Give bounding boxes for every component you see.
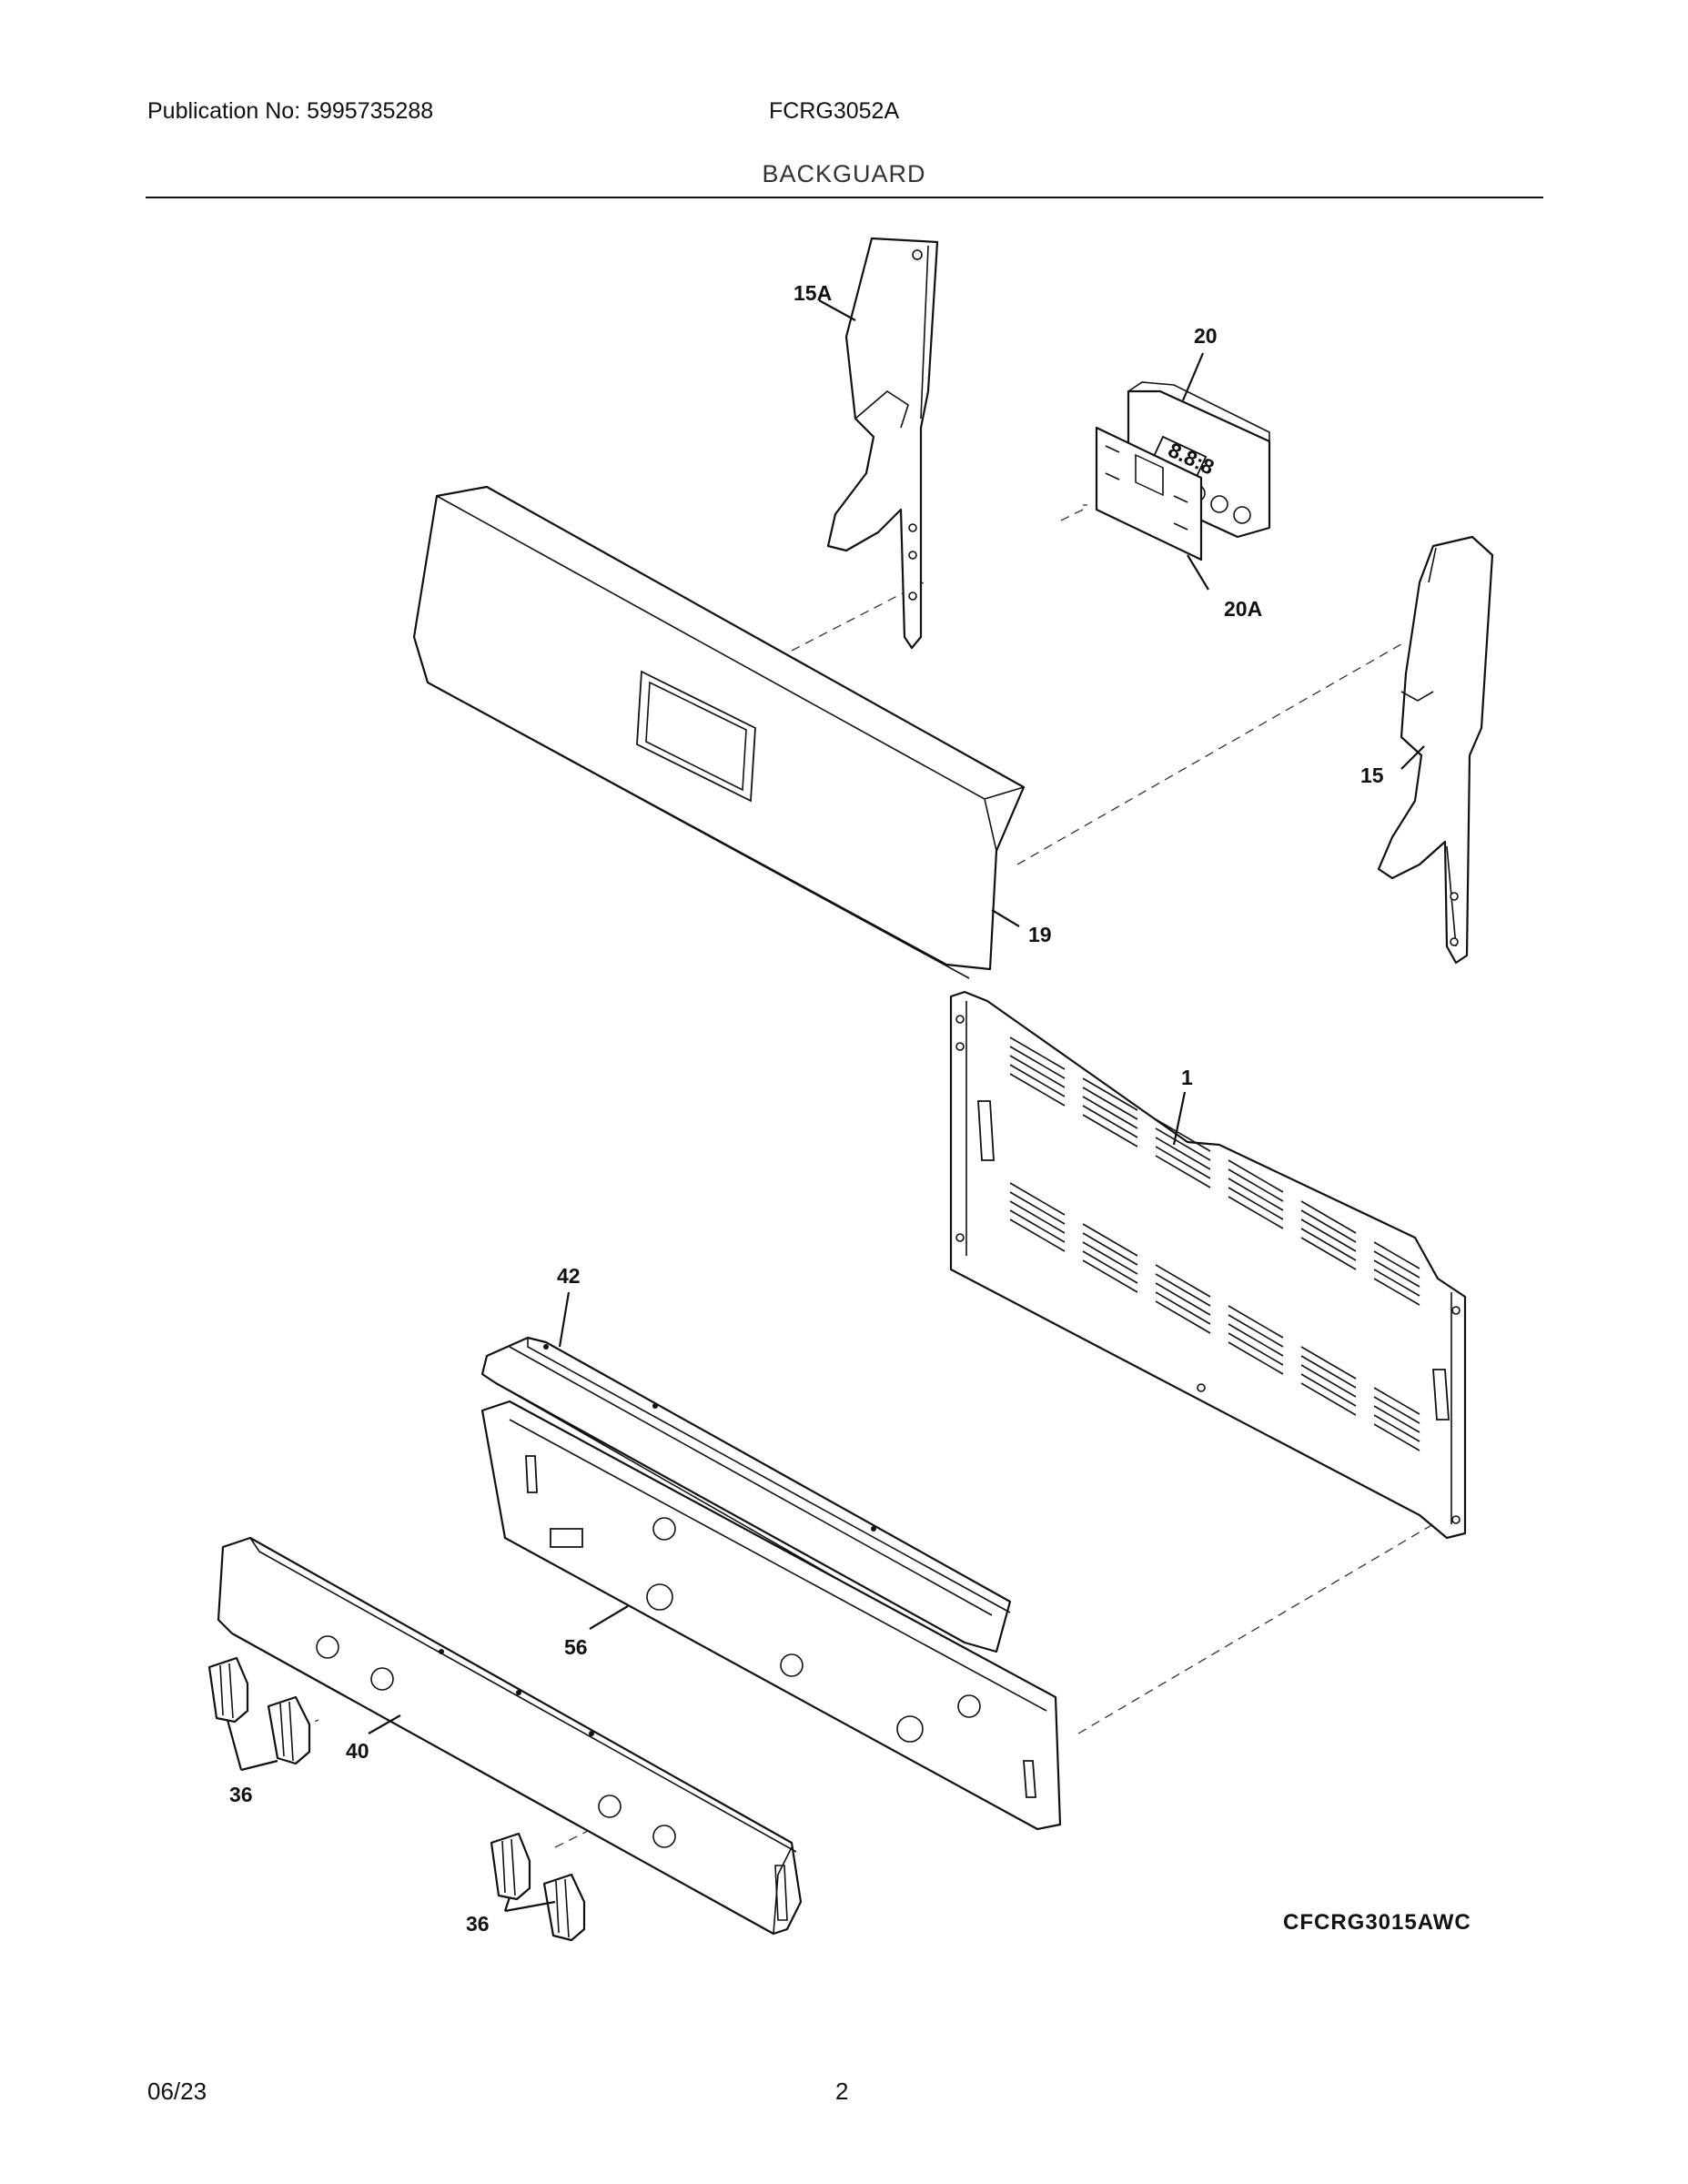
callout-15a: 15A (793, 281, 832, 305)
part-1-rear-panel[interactable] (949, 990, 1467, 1540)
part-40-control-panel[interactable] (217, 1536, 803, 1936)
footer-date: 06/23 (147, 2078, 207, 2105)
callout-42: 42 (557, 1264, 581, 1288)
part-15-side-bracket[interactable] (1377, 535, 1494, 965)
callout-56: 56 (564, 1635, 588, 1659)
callout-36-right: 36 (466, 1912, 490, 1936)
callout-19: 19 (1028, 923, 1052, 946)
part-19-backguard-trim[interactable] (412, 485, 1026, 979)
callout-1: 1 (1181, 1066, 1193, 1089)
part-36-knob-set-left[interactable] (207, 1656, 311, 1765)
callout-36-left: 36 (229, 1783, 253, 1806)
part-36-knob-set-right[interactable] (490, 1832, 586, 1942)
callout-20a: 20A (1224, 597, 1262, 621)
section-title: BACKGUARD (762, 160, 926, 187)
part-56-manifold-panel[interactable] (480, 1400, 1062, 1831)
part-20a-control-overlay[interactable] (1095, 426, 1203, 561)
page-number: 2 (835, 2078, 849, 2105)
callout-leader-lines (226, 299, 1425, 1913)
model-number: FCRG3052A (769, 98, 900, 124)
vent-slots (1009, 1036, 1420, 1451)
callout-20: 20 (1194, 324, 1218, 348)
callout-15: 15 (1360, 763, 1384, 787)
header-rule (146, 197, 1543, 198)
drawing-code: CFCRG3015AWC (1283, 1910, 1471, 1935)
part-15a-side-bracket[interactable] (826, 237, 939, 650)
callout-labels: 15A 20 20A 15 19 1 42 56 40 36 36 CFCRG3… (229, 281, 1471, 1936)
callout-40: 40 (346, 1739, 369, 1763)
publication-number: Publication No: 5995735288 (147, 98, 434, 124)
